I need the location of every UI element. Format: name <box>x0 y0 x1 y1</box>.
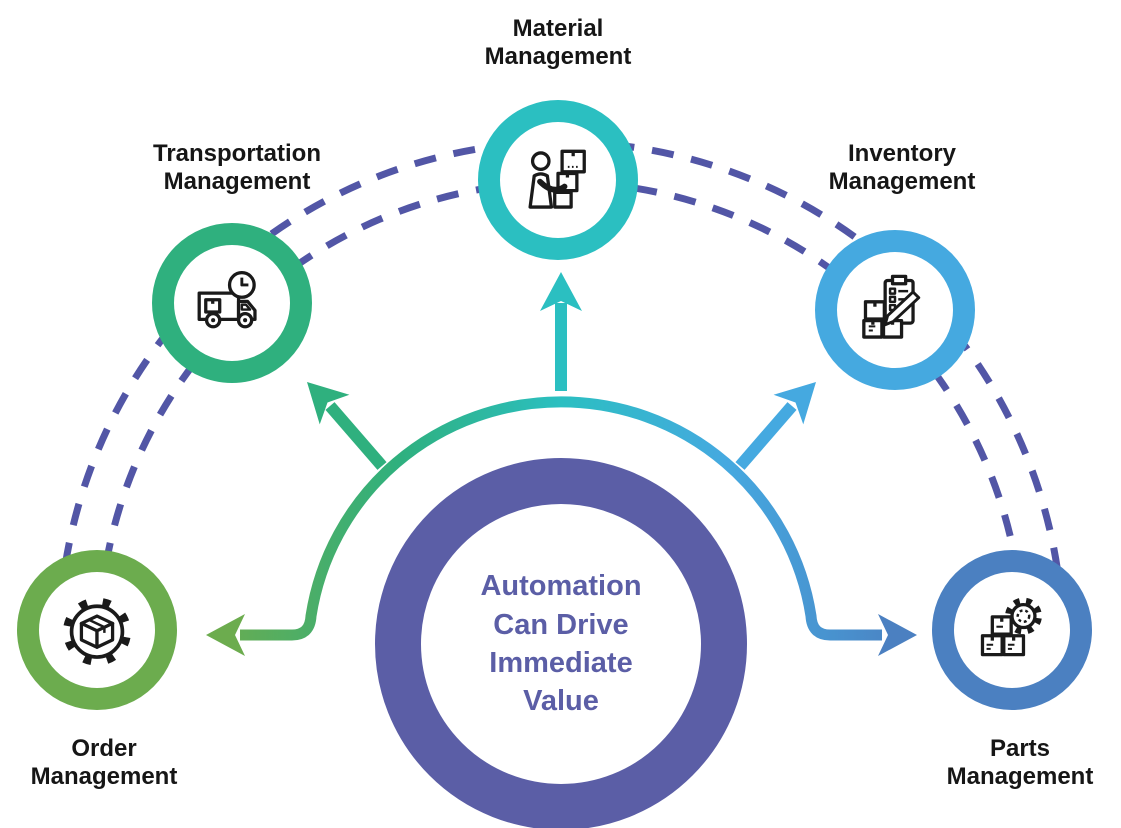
hub-title-line: Automation <box>480 570 642 603</box>
boxes-gear-icon <box>980 597 1042 657</box>
hub-title-line: Can Drive <box>493 608 629 641</box>
arrowhead-order <box>206 614 245 656</box>
clipboard-pencil-boxes-icon <box>862 274 921 339</box>
worker-boxes-icon <box>528 149 586 209</box>
hub-circle: Automation Can Drive Immediate Value <box>375 458 747 828</box>
node-label: Material Management <box>484 15 632 71</box>
arrow-shaft-inventory <box>735 402 797 470</box>
node-transportation-management <box>152 223 312 383</box>
hub-title: Automation Can Drive Immediate Value <box>480 567 641 720</box>
node-inventory-management <box>815 230 975 390</box>
gear-box-icon <box>62 597 132 666</box>
node-parts-management <box>932 550 1092 710</box>
node-label: Order Management <box>30 735 178 791</box>
node-label: Parts Management <box>946 735 1094 791</box>
hub-title-line: Value <box>523 685 599 718</box>
arrow-shaft-transportation <box>325 402 387 470</box>
gradient-arrow-arc <box>240 396 882 641</box>
arrowhead-parts <box>878 614 917 656</box>
node-label: Inventory Management <box>828 140 976 196</box>
hub-title-line: Immediate <box>489 647 633 679</box>
truck-clock-icon <box>197 271 257 329</box>
arrowhead-transportation <box>307 382 350 425</box>
arrowhead-material <box>540 272 582 311</box>
dashed-arc-outer <box>55 138 1067 645</box>
arrowhead-inventory <box>773 382 816 425</box>
node-order-management <box>17 550 177 710</box>
node-material-management <box>478 100 638 260</box>
node-label: Transportation Management <box>152 140 321 196</box>
